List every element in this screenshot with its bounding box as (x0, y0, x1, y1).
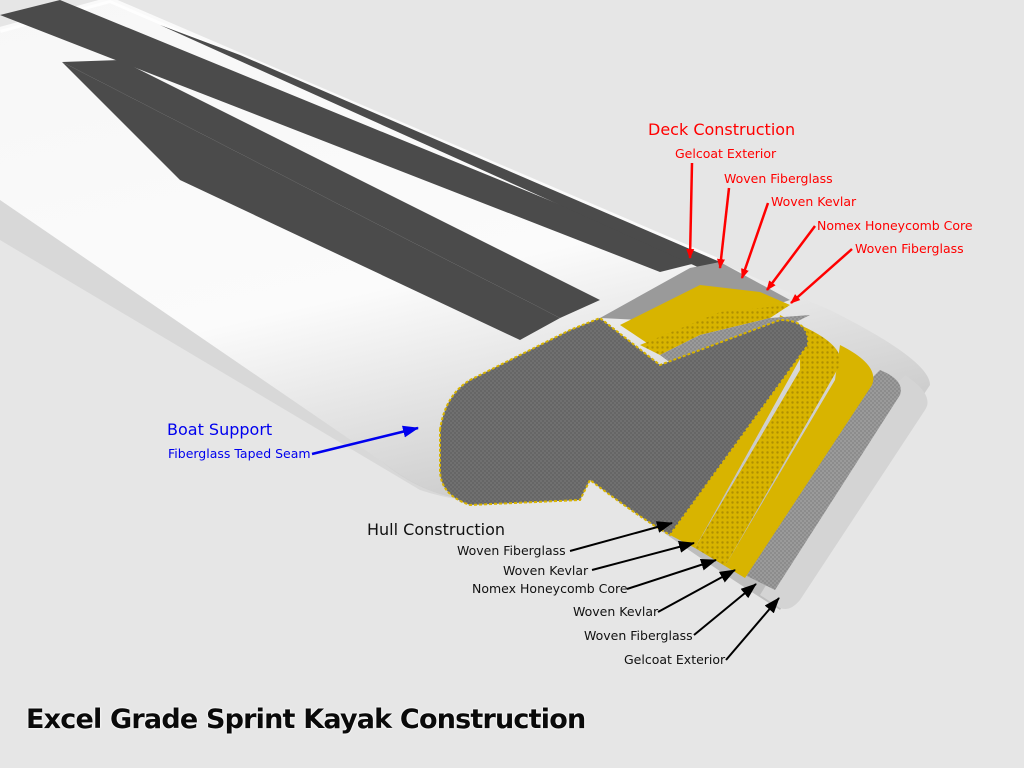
deck-layer-label: Woven Fiberglass (724, 171, 833, 186)
boat-support-heading: Boat Support (167, 420, 273, 439)
hull-gelcoat-band (760, 375, 928, 609)
hull-construction-heading: Hull Construction (367, 520, 506, 539)
deck-stripe-3 (62, 62, 560, 340)
hull-layer-label: Woven Kevlar (503, 563, 589, 578)
deck-layer-label: Nomex Honeycomb Core (817, 218, 973, 233)
deck-kevlar-band (620, 285, 790, 345)
diagram-title: Excel Grade Sprint Kayak Construction (26, 704, 586, 735)
hull-layer-label: Woven Fiberglass (584, 628, 693, 643)
deck-stripe-2 (160, 25, 720, 268)
hull-honeycomb-core (695, 325, 841, 566)
hull-layer-label: Woven Fiberglass (457, 543, 566, 558)
hull-kevlar-outer (725, 345, 874, 578)
deck-honeycomb-band (640, 305, 790, 355)
deck-layer-label: Woven Kevlar (771, 194, 857, 209)
support-item-label: Fiberglass Taped Seam (168, 446, 311, 461)
hull-layer-label: Woven Kevlar (573, 604, 659, 619)
deck-stripe-1 (0, 0, 700, 272)
hull-layer-label: Gelcoat Exterior (624, 652, 726, 667)
deck-construction-heading: Deck Construction (648, 120, 796, 139)
hull-fiberglass-outer (745, 370, 901, 590)
deck-layer-label: Gelcoat Exterior (675, 146, 777, 161)
hull-layer-label: Nomex Honeycomb Core (472, 581, 628, 596)
deck-layer-label: Woven Fiberglass (855, 241, 964, 256)
